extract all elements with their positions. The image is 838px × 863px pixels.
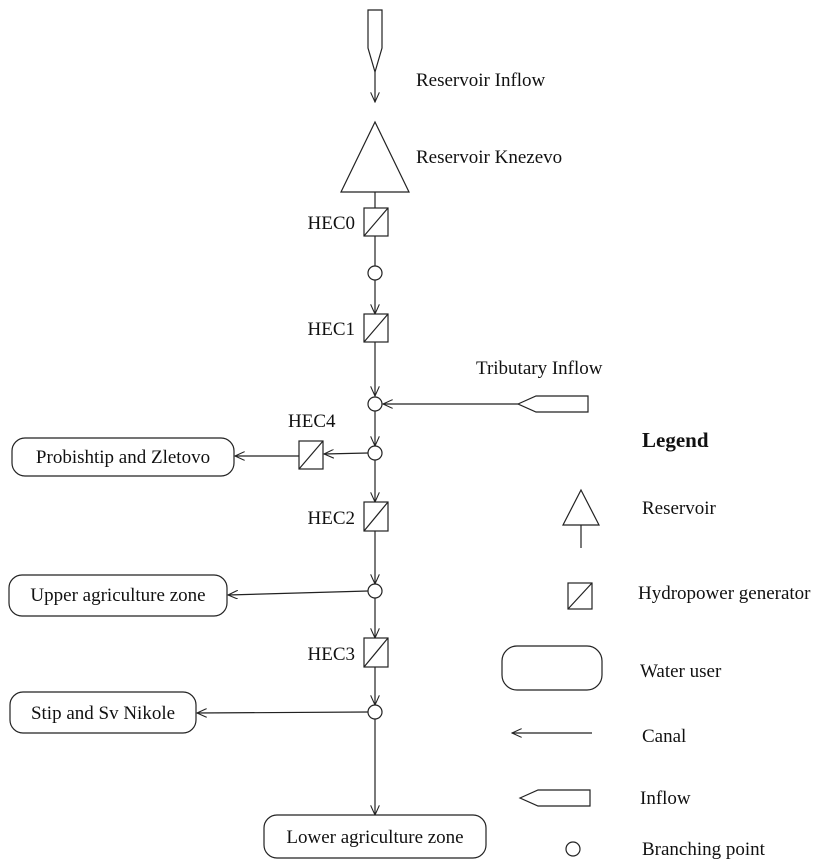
legend: Legend Reservoir Hydropower generator Wa…	[501, 428, 811, 860]
legend-title: Legend	[642, 428, 709, 452]
branching-point-3	[367, 445, 383, 461]
hec1-label: HEC1	[308, 319, 356, 340]
legend-hydropower-icon	[567, 582, 593, 610]
water-user-lower-agri: Lower agriculture zone	[263, 814, 487, 859]
branching-point-1	[367, 265, 383, 281]
water-user-probishtip: Probishtip and Zletovo	[11, 437, 235, 477]
reservoir-icon	[340, 120, 410, 193]
legend-canal-label: Canal	[642, 726, 686, 747]
hec1-generator-icon	[363, 313, 389, 343]
probishtip-label: Probishtip and Zletovo	[36, 447, 210, 468]
reservoir-inflow-label: Reservoir Inflow	[416, 70, 546, 91]
branching-point-4	[367, 583, 383, 599]
hec0-generator-icon	[363, 207, 389, 237]
hec3-label: HEC3	[308, 644, 356, 665]
lower-agri-label: Lower agriculture zone	[286, 827, 463, 848]
legend-branching-label: Branching point	[642, 839, 766, 860]
stip-label: Stip and Sv Nikole	[31, 703, 175, 724]
legend-water-user-label: Water user	[640, 661, 722, 682]
reservoir-inflow-icon	[367, 9, 383, 75]
hec0-label: HEC0	[308, 213, 356, 234]
water-user-upper-agri: Upper agriculture zone	[8, 574, 228, 617]
legend-inflow-label: Inflow	[640, 788, 691, 809]
canal-node5-to-stip	[197, 712, 369, 713]
branching-point-5	[367, 704, 383, 720]
hec2-generator-icon	[363, 501, 389, 532]
tributary-inflow-label: Tributary Inflow	[476, 358, 603, 379]
tributary-inflow-icon	[516, 395, 589, 413]
legend-branching-icon	[565, 841, 581, 857]
legend-inflow-icon	[518, 789, 591, 807]
legend-water-user-icon	[501, 645, 603, 691]
legend-hydropower-label: Hydropower generator	[638, 583, 811, 604]
legend-reservoir-label: Reservoir	[642, 498, 717, 519]
hec4-generator-icon	[298, 440, 324, 470]
canal-node4-to-upper-agri	[228, 591, 369, 595]
hec4-label: HEC4	[288, 411, 336, 432]
canal-node3-to-hec4	[324, 453, 369, 454]
hec2-label: HEC2	[308, 508, 356, 529]
legend-reservoir-icon	[562, 488, 600, 548]
reservoir-name-label: Reservoir Knezevo	[416, 147, 562, 168]
hec3-generator-icon	[363, 637, 389, 668]
water-user-stip: Stip and Sv Nikole	[9, 691, 197, 734]
main-channel	[197, 9, 589, 815]
upper-agri-label: Upper agriculture zone	[30, 585, 205, 606]
branching-point-2	[367, 396, 383, 412]
